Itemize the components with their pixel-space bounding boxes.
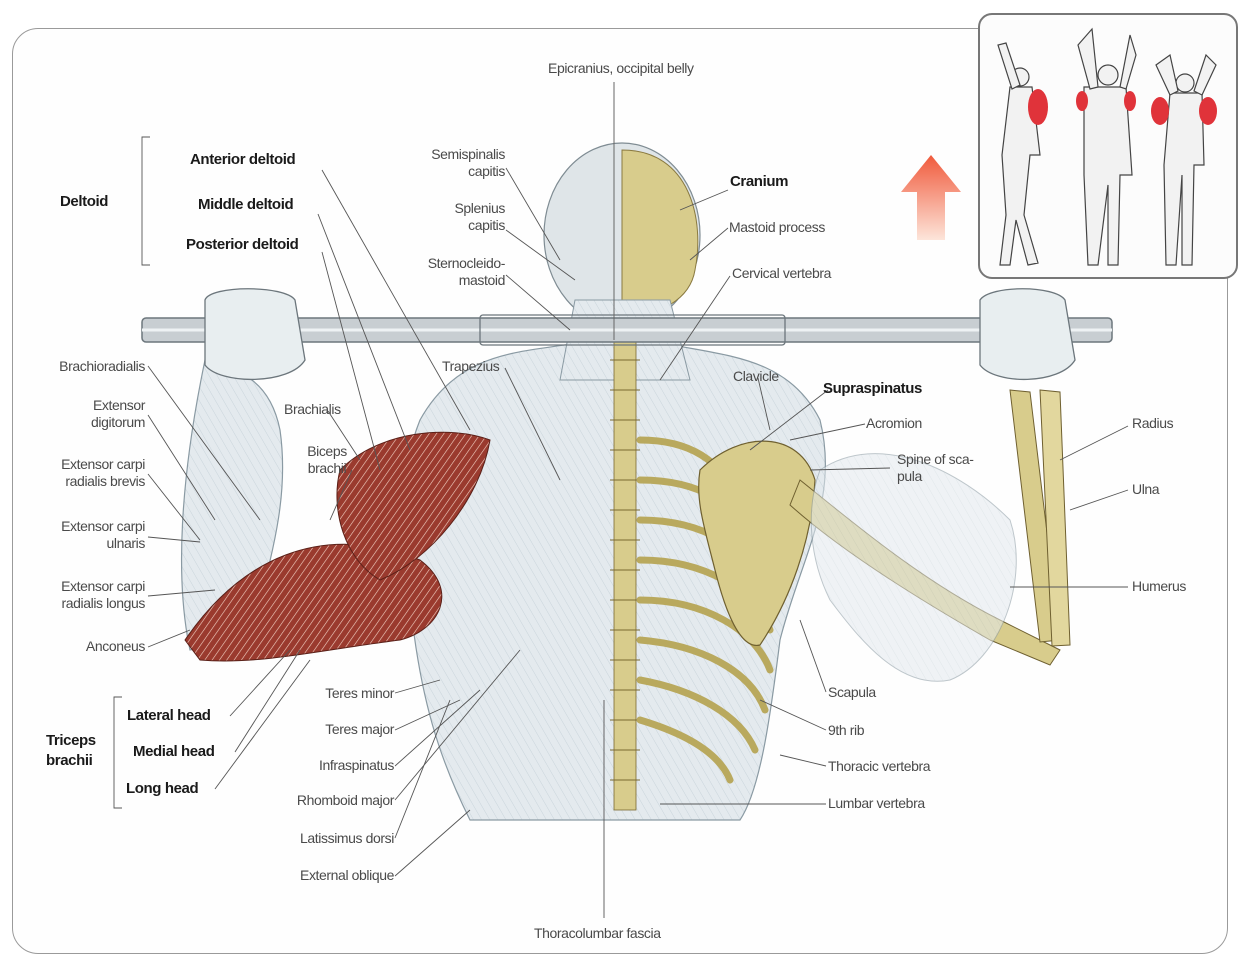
supraspinatus-label: Supraspinatus bbox=[823, 380, 922, 397]
exercise-thumbnail-inset bbox=[978, 13, 1238, 279]
middle-deltoid-label: Middle deltoid bbox=[198, 196, 293, 213]
lumbar-vertebra-label: Lumbar vertebra bbox=[828, 795, 925, 812]
clavicle-label: Clavicle bbox=[733, 368, 779, 385]
medial-head-label: Medial head bbox=[133, 743, 214, 760]
cranium bbox=[622, 150, 698, 318]
epicranius-label: Epicranius, occipital belly bbox=[548, 60, 694, 77]
figure-silhouettes bbox=[980, 15, 1236, 277]
anconeus-label: Anconeus bbox=[20, 638, 145, 655]
infraspinatus-label: Infraspinatus bbox=[270, 757, 394, 774]
upward-motion-arrow-icon bbox=[901, 155, 961, 240]
mastoid-process-label: Mastoid process bbox=[729, 219, 825, 236]
spine bbox=[610, 330, 640, 810]
ulna-label: Ulna bbox=[1132, 481, 1159, 498]
teres-major-label: Teres major bbox=[270, 721, 394, 738]
humerus-label: Humerus bbox=[1132, 578, 1186, 595]
right-hand bbox=[980, 289, 1075, 380]
rhomboid-major-label: Rhomboid major bbox=[250, 792, 394, 809]
anterior-deltoid-label: Anterior deltoid bbox=[190, 151, 295, 168]
spine-of-scapula-label: Spine of sca-pula bbox=[897, 451, 974, 485]
lateral-head-label: Lateral head bbox=[127, 707, 211, 724]
deltoid-group-label: Deltoid bbox=[60, 193, 108, 210]
latissimus-dorsi-label: Latissimus dorsi bbox=[250, 830, 394, 847]
cervical-vertebra-label: Cervical vertebra bbox=[732, 265, 831, 282]
sternocleidomastoid-label: Sternocleido-mastoid bbox=[400, 255, 505, 289]
thoracolumbar-fascia-label: Thoracolumbar fascia bbox=[534, 925, 661, 942]
right-arm-muscle bbox=[811, 454, 1016, 682]
left-hand bbox=[205, 289, 305, 380]
external-oblique-label: External oblique bbox=[250, 867, 394, 884]
radius-label: Radius bbox=[1132, 415, 1173, 432]
teres-minor-label: Teres minor bbox=[270, 685, 394, 702]
trapezius-label: Trapezius bbox=[442, 358, 499, 375]
brachioradialis-label: Brachioradialis bbox=[20, 358, 145, 375]
posterior-deltoid-label: Posterior deltoid bbox=[186, 236, 298, 253]
cranium-label: Cranium bbox=[730, 173, 788, 190]
acromion-label: Acromion bbox=[866, 415, 922, 432]
long-head-label: Long head bbox=[126, 780, 198, 797]
ninth-rib-label: 9th rib bbox=[828, 722, 864, 739]
scapula-label: Scapula bbox=[828, 684, 876, 701]
thoracic-vertebra-label: Thoracic vertebra bbox=[828, 758, 930, 775]
brachialis-label: Brachialis bbox=[284, 401, 341, 418]
